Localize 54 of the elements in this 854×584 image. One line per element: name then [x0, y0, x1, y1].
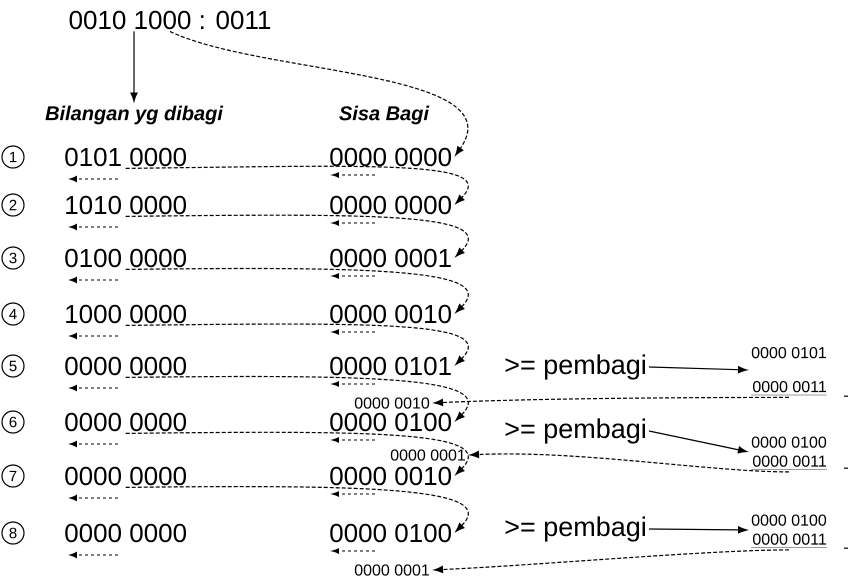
arrow [434, 549, 789, 574]
step-number: 7 [1, 464, 25, 488]
binary-number: 0100 0000 [65, 248, 186, 268]
arrow [434, 396, 789, 406]
step-number: 5 [1, 354, 25, 378]
step-number: 8 [1, 521, 25, 545]
arrow [649, 366, 748, 374]
result-number: 0000 0001 [390, 449, 466, 461]
binary-number: 0000 0001 [330, 248, 451, 268]
comparison-text: >= pembagi [506, 354, 645, 380]
binary-number: 0000 0010 [330, 304, 452, 324]
arrow [126, 268, 468, 313]
column-header: Bilangan yg dibagi [45, 106, 224, 124]
step-number: 3 [1, 246, 25, 270]
subtraction-block: 0000 0100 0000 0011 [750, 436, 827, 470]
arrow [648, 430, 748, 454]
minus-sign: - [844, 548, 848, 549]
result-number: 0000 0001 [354, 564, 430, 576]
binary-number: 0101 0000 [65, 148, 186, 166]
arrow [126, 376, 468, 421]
arrow [470, 450, 789, 472]
arrow [126, 214, 468, 257]
binary-number: 0000 0000 [65, 412, 186, 432]
binary-number: 0000 0100 [330, 412, 452, 432]
binary-number: 0000 0010 [330, 466, 452, 486]
arrow [649, 526, 748, 534]
binary-number: 0000 0000 [65, 524, 186, 542]
arrow [170, 30, 468, 156]
binary-number: 1000 0000 [66, 304, 186, 324]
minus-sign: - [844, 396, 848, 397]
arrow [126, 323, 468, 365]
equation-text: 0010 1000 : 0011 [70, 10, 270, 30]
column-header: Sisa Bagi [339, 106, 430, 124]
subtraction-block: 0000 0100 0000 0011 [750, 514, 827, 548]
comparison-text: >= pembagi [506, 516, 645, 542]
result-number: 0000 0010 [354, 397, 430, 409]
binary-number: 0000 0100 [330, 524, 452, 542]
binary-number: 1010 0000 [66, 196, 186, 214]
subtraction-block: 0000 0101 0000 0011 [750, 346, 827, 396]
binary-number: 0000 0000 [330, 148, 452, 166]
comparison-text: >= pembagi [506, 418, 645, 444]
arrow [126, 486, 468, 532]
step-number: 6 [1, 410, 25, 434]
arrow [130, 31, 138, 102]
step-number: 1 [1, 145, 25, 169]
minus-sign: - [844, 468, 848, 469]
arrow [126, 166, 468, 204]
step-number: 2 [1, 193, 25, 217]
arrow [126, 432, 468, 475]
binary-number: 0000 0000 [65, 466, 186, 486]
binary-number: 0000 0000 [65, 356, 186, 376]
binary-number: 0000 0101 [330, 356, 451, 376]
binary-number: 0000 0000 [330, 196, 452, 214]
step-number: 4 [1, 302, 25, 326]
